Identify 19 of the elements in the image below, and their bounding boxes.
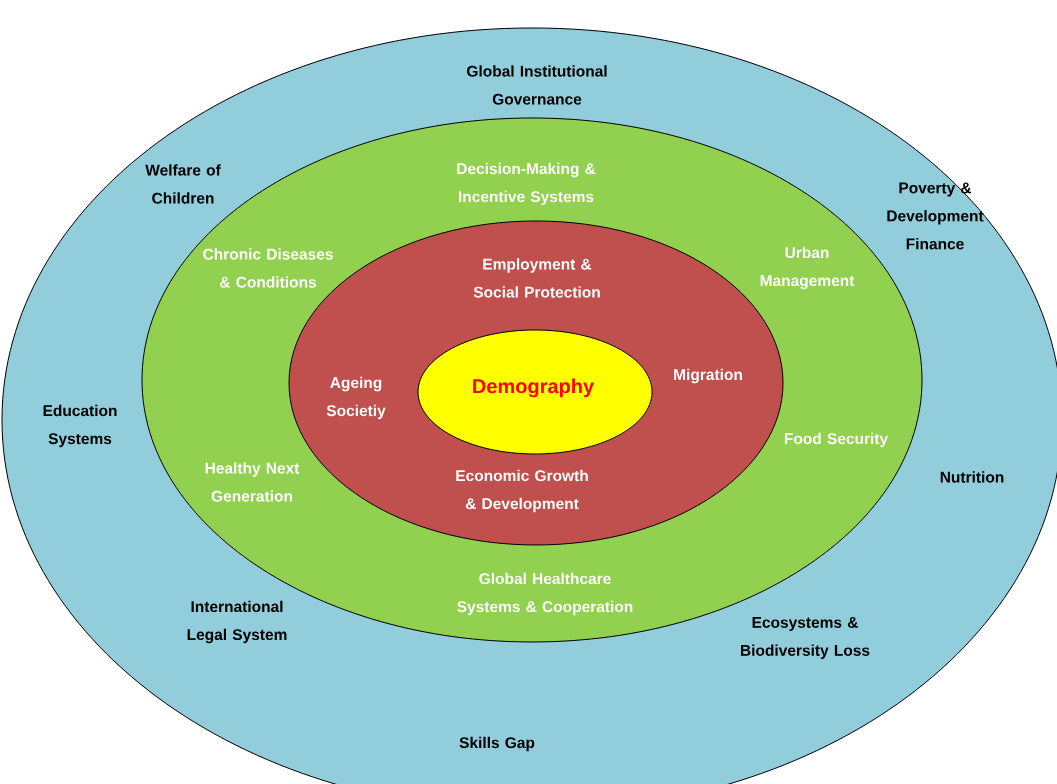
band-label: Global Institutional Governance: [467, 65, 607, 105]
band-label: Welfare of Children: [145, 164, 221, 204]
band-label: Migration: [674, 368, 742, 384]
band-label: Nutrition: [940, 471, 1004, 483]
band-label: Urban Management: [760, 246, 855, 290]
band-label: Skills Gap: [459, 736, 535, 752]
band-label: Demography: [473, 378, 594, 398]
band-label: Employment & Social Protection: [473, 258, 600, 298]
band-label: Food Security: [784, 432, 888, 448]
band-label: Global Healthcare Systems & Cooperation: [457, 572, 633, 616]
band-label: Ageing Societiy: [326, 376, 386, 420]
band-label: Economic Growth & Development: [456, 469, 588, 513]
band-label: International Legal System: [187, 600, 287, 644]
band-label: Ecosystems & Biodiversity Loss: [741, 617, 870, 659]
band-label: Poverty & Development Finance: [887, 182, 984, 250]
band-label: Healthy Next Generation: [205, 462, 300, 502]
band-label: Decision-Making & Incentive Systems: [457, 162, 596, 206]
band-label: Education Systems: [43, 404, 117, 448]
band-label: Chronic Diseases & Conditions: [203, 248, 333, 288]
